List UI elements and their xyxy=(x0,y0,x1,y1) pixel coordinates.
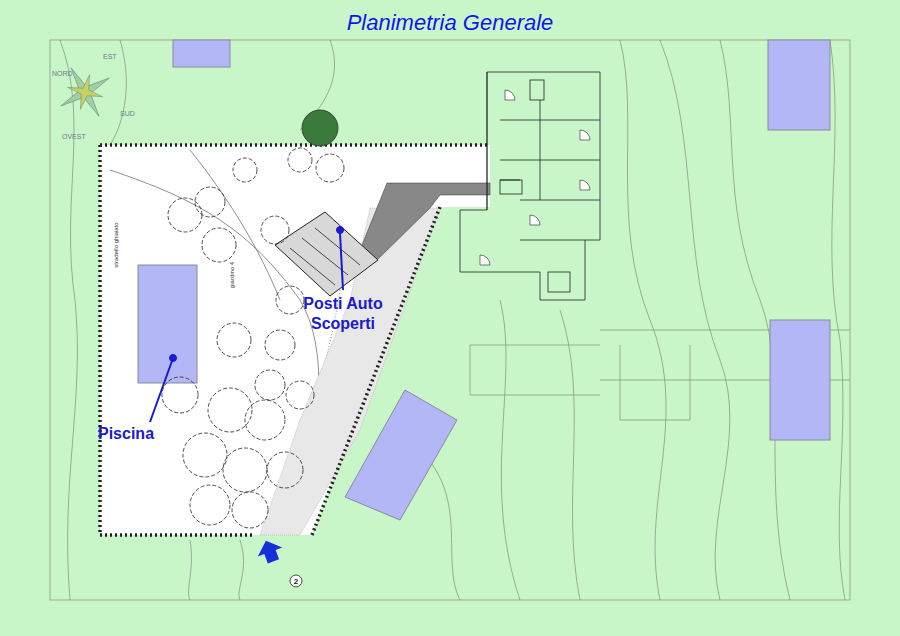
tree-symbol xyxy=(267,452,303,488)
tree-symbol xyxy=(168,198,202,232)
tree-symbol xyxy=(233,158,257,182)
tree-symbol xyxy=(286,381,314,409)
tree-symbol xyxy=(223,448,267,492)
tree-symbol xyxy=(255,370,285,400)
plan-title: Planimetria Generale xyxy=(347,10,554,36)
tree-symbol xyxy=(245,400,285,440)
tree-symbol xyxy=(265,330,295,360)
path-label: stradello ghiaiato xyxy=(113,222,119,267)
tree-symbol xyxy=(190,485,230,525)
tree-symbol xyxy=(232,492,268,528)
compass-label: NORD xyxy=(52,70,73,77)
tree-symbol xyxy=(316,154,344,182)
compass-label: SUD xyxy=(120,110,135,117)
tree-symbol xyxy=(183,433,227,477)
callout-label: Piscina xyxy=(98,424,154,444)
tree-symbol xyxy=(217,323,251,357)
compass-label: EST xyxy=(103,53,117,60)
tree-symbol xyxy=(202,228,236,262)
tree-symbol xyxy=(261,216,289,244)
callout-number: 2 xyxy=(294,577,298,586)
tree-symbol xyxy=(162,377,198,413)
tree-symbol xyxy=(302,110,338,146)
area-label: giardino 4 xyxy=(229,262,235,288)
tree-symbol xyxy=(276,286,304,314)
callout-label: Posti Auto Scoperti xyxy=(295,294,391,334)
compass-label: OVEST xyxy=(62,133,86,140)
tree-symbol xyxy=(288,148,312,172)
tree-symbol xyxy=(195,187,225,217)
